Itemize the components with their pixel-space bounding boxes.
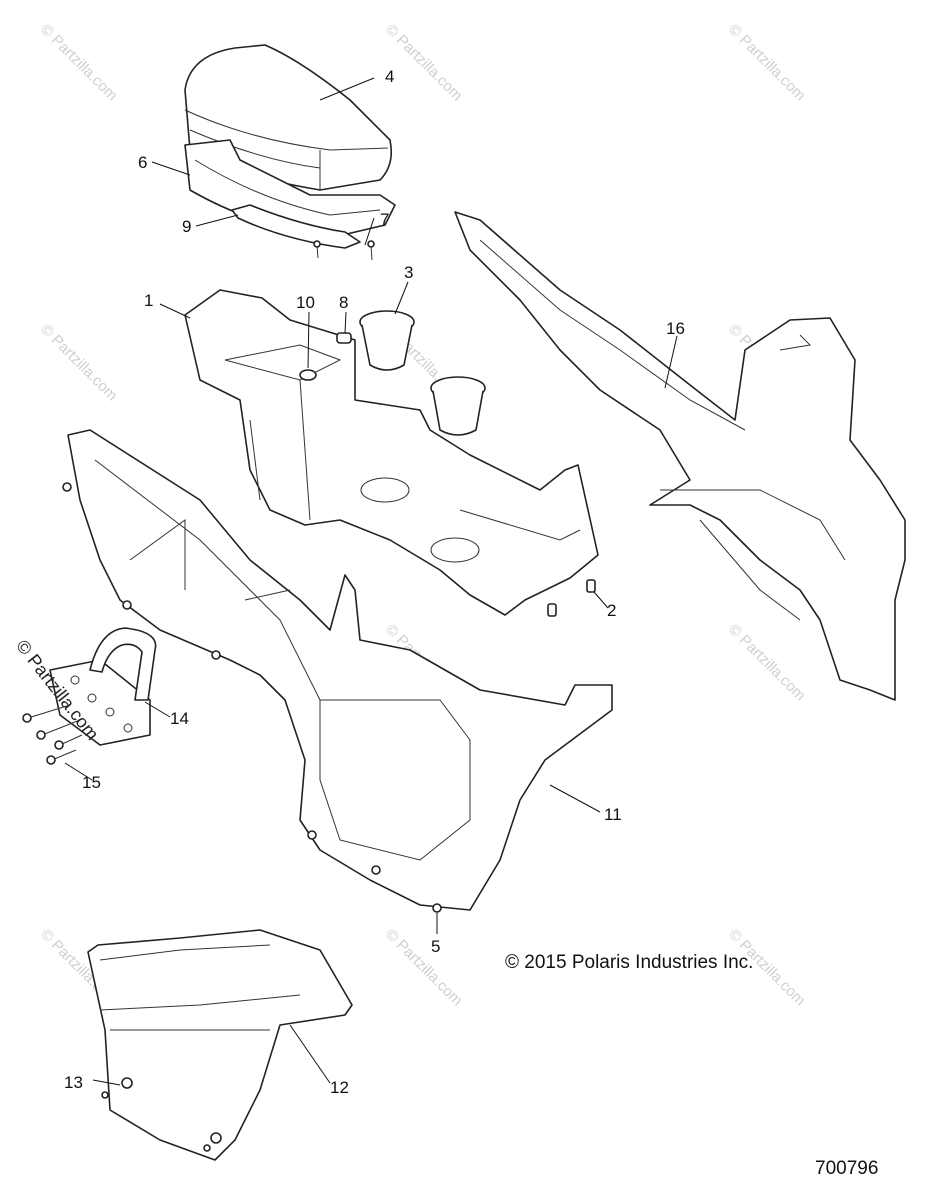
callout-12: 12 (330, 1078, 349, 1097)
callout-10: 10 (296, 293, 315, 312)
part-plug-10 (299, 369, 317, 381)
part-screws-5 (62, 482, 442, 913)
callout-3: 3 (404, 263, 413, 282)
callout-1: 1 (144, 291, 153, 310)
callout-13: 13 (64, 1073, 83, 1092)
part-grab-handle (49, 627, 157, 746)
callout-7: 7 (380, 210, 389, 229)
callout-labels: 1 2 3 4 5 6 7 8 9 10 11 12 13 14 15 16 (64, 67, 685, 1097)
part-screws-13 (101, 1077, 222, 1152)
leader-lines (64, 77, 678, 1086)
callout-14: 14 (170, 709, 189, 728)
watermark-text: © Partzilla.com (37, 21, 120, 104)
part-bolts-15 (22, 704, 83, 765)
part-left-side-panel (67, 429, 613, 911)
watermark-text: © Partzilla.com (382, 21, 465, 104)
watermark-text: © Partzilla.com (725, 621, 808, 704)
callout-9: 9 (182, 217, 191, 236)
part-center-console (184, 289, 599, 616)
copyright-text: © 2015 Polaris Industries Inc. (505, 952, 754, 973)
part-fasteners-2 (547, 579, 596, 617)
callout-8: 8 (339, 293, 348, 312)
part-cup-holder-3b (430, 376, 486, 436)
watermark-text: © Partzilla.com (382, 926, 465, 1009)
callout-15: 15 (82, 773, 101, 792)
callout-16: 16 (666, 319, 685, 338)
part-cup-holder-3a (359, 310, 415, 371)
watermark-text: © Partzilla.com (725, 21, 808, 104)
part-grommet-8 (336, 332, 352, 344)
callout-5: 5 (431, 937, 440, 956)
part-screws-7 (313, 240, 375, 261)
part-skid-plate (87, 929, 353, 1161)
callout-11: 11 (604, 805, 622, 824)
part-seal (231, 204, 361, 249)
callout-6: 6 (138, 153, 147, 172)
part-right-side-panel (454, 211, 906, 701)
diagram-number: 700796 (815, 1158, 879, 1179)
callout-2: 2 (607, 601, 616, 620)
watermark-text: © Partzilla.com (37, 321, 120, 404)
callout-4: 4 (385, 67, 394, 86)
